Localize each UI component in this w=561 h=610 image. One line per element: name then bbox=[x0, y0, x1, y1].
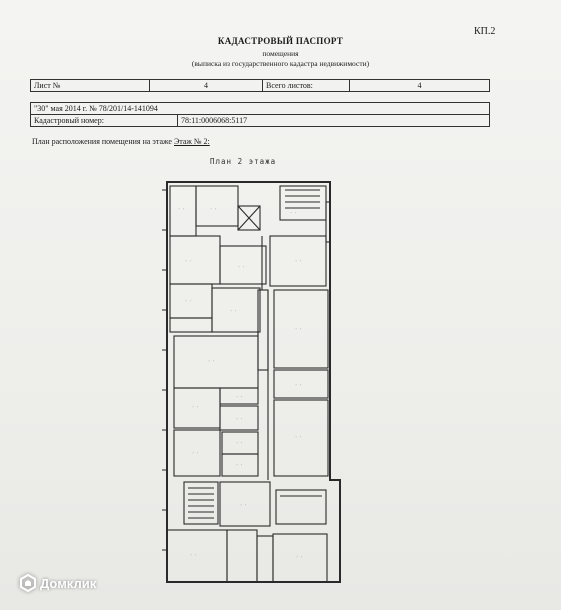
document-title: КАДАСТРОВЫЙ ПАСПОРТ bbox=[217, 36, 344, 46]
svg-text:· ·: · · bbox=[236, 395, 242, 399]
svg-text:· ·: · · bbox=[295, 259, 301, 263]
plan-location-label: План расположения помещения на этаже Эта… bbox=[32, 137, 210, 146]
svg-text:· ·: · · bbox=[295, 327, 301, 331]
sheet-label: Лист № bbox=[30, 79, 150, 92]
svg-text:· ·: · · bbox=[236, 417, 242, 421]
document-subtitle-extract: (выписка из государственного кадастра не… bbox=[191, 59, 370, 68]
domclick-watermark: Домклик bbox=[20, 574, 96, 592]
cadastral-label: Кадастровый номер: bbox=[30, 114, 178, 127]
domclick-logo-icon bbox=[20, 574, 36, 592]
svg-text:· ·: · · bbox=[238, 265, 244, 269]
svg-text:· ·: · · bbox=[290, 211, 296, 215]
plan-floor-label: Этаж № 2: bbox=[173, 137, 210, 146]
svg-text:· ·: · · bbox=[230, 309, 236, 313]
svg-text:· ·: · · bbox=[236, 463, 242, 467]
plan-title: План 2 этажа bbox=[210, 157, 277, 166]
total-sheets-label: Всего листов: bbox=[262, 79, 350, 92]
svg-text:· ·: · · bbox=[190, 553, 196, 557]
svg-text:· ·: · · bbox=[236, 441, 242, 445]
document-subtitle: помещения bbox=[262, 49, 299, 58]
sheet-info-table: Лист № 4 Всего листов: 4 bbox=[30, 79, 490, 92]
svg-text:· ·: · · bbox=[192, 405, 198, 409]
svg-text:· ·: · · bbox=[210, 207, 216, 211]
cadastral-number: 78:11:0006068:5117 bbox=[177, 114, 490, 127]
watermark-text: Домклик bbox=[40, 575, 97, 591]
svg-text:· ·: · · bbox=[192, 451, 198, 455]
registration-date: "30" мая 2014 г. № 78/201/14-141094 bbox=[30, 102, 490, 115]
form-code: КП.2 bbox=[474, 26, 496, 37]
svg-text:· ·: · · bbox=[295, 383, 301, 387]
svg-text:· ·: · · bbox=[185, 299, 191, 303]
svg-text:· ·: · · bbox=[240, 503, 246, 507]
svg-text:· ·: · · bbox=[185, 259, 191, 263]
floor-plan-drawing: · ·· ·· · · ·· ·· · · ·· ·· · · ·· ·· · … bbox=[162, 181, 341, 583]
svg-text:· ·: · · bbox=[178, 207, 184, 211]
svg-text:· ·: · · bbox=[208, 359, 214, 363]
svg-text:· ·: · · bbox=[295, 435, 301, 439]
registration-table: "30" мая 2014 г. № 78/201/14-141094 Када… bbox=[30, 102, 490, 127]
sheet-value: 4 bbox=[149, 79, 263, 92]
svg-text:· ·: · · bbox=[296, 555, 302, 559]
plan-label-text: План расположения помещения на этаже bbox=[32, 137, 174, 146]
total-sheets-value: 4 bbox=[349, 79, 490, 92]
